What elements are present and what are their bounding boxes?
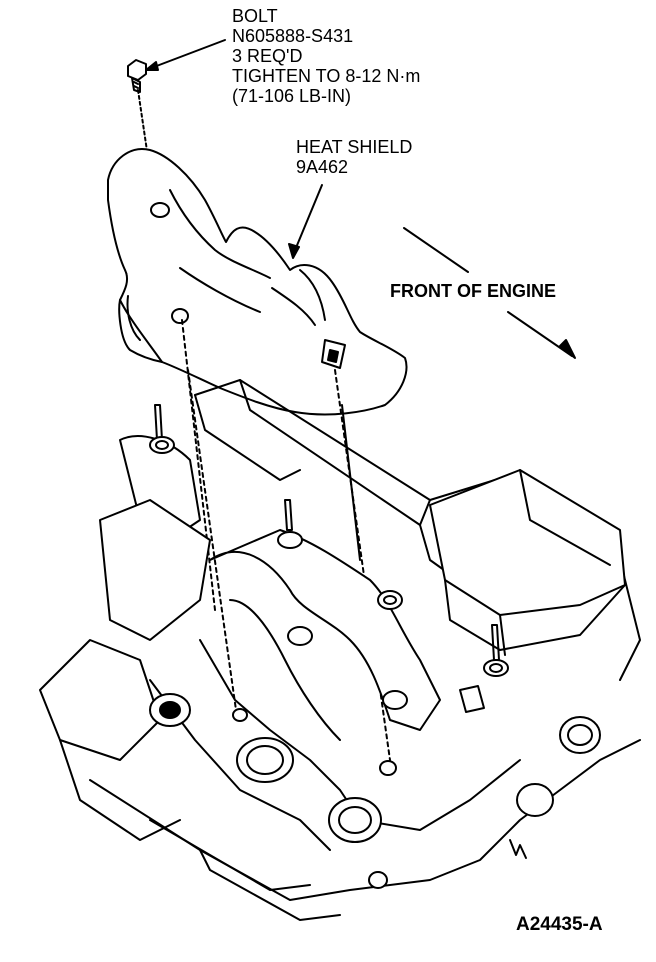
- heat-shield-part: [107, 148, 408, 416]
- front-of-engine-label: FRONT OF ENGINE: [390, 281, 556, 301]
- front-arrow-upper-line: [403, 227, 469, 273]
- mount-line-right2: [341, 404, 361, 561]
- figure-id: A24435-A: [516, 914, 603, 935]
- bolt-callout: BOLT N605888-S431 3 REQ'D TIGHTEN TO 8-1…: [232, 6, 420, 106]
- bolt-leader-line: [145, 39, 226, 71]
- heat-shield-callout: HEAT SHIELD 9A462: [296, 137, 412, 177]
- exhaust-manifold: [149, 529, 601, 851]
- front-arrow-head: [559, 339, 576, 359]
- mount-line-center: [187, 369, 237, 711]
- bolt-icon: [127, 59, 147, 93]
- bolt-callout-line3: 3 REQ'D: [232, 46, 303, 66]
- mount-line-left: [181, 319, 216, 611]
- bolt-callout-line2: N605888-S431: [232, 26, 354, 46]
- bolt-callout-line1: BOLT: [232, 6, 278, 26]
- heat-shield-leader-arrowhead: [288, 243, 300, 259]
- heat-shield-callout-line2: 9A462: [296, 157, 349, 177]
- front-arrow-lower-line: [507, 311, 573, 357]
- heat-shield-leader-line: [292, 184, 323, 256]
- heat-shield-callout-line1: HEAT SHIELD: [296, 137, 413, 157]
- stud-nuts: [149, 404, 527, 889]
- engine-block: [39, 379, 641, 921]
- bolt-callout-line5: (71-106 LB-IN): [232, 86, 352, 106]
- bolt-leader-arrowhead: [145, 61, 159, 71]
- bolt-callout-line4: TIGHTEN TO 8-12 N·m: [232, 66, 421, 86]
